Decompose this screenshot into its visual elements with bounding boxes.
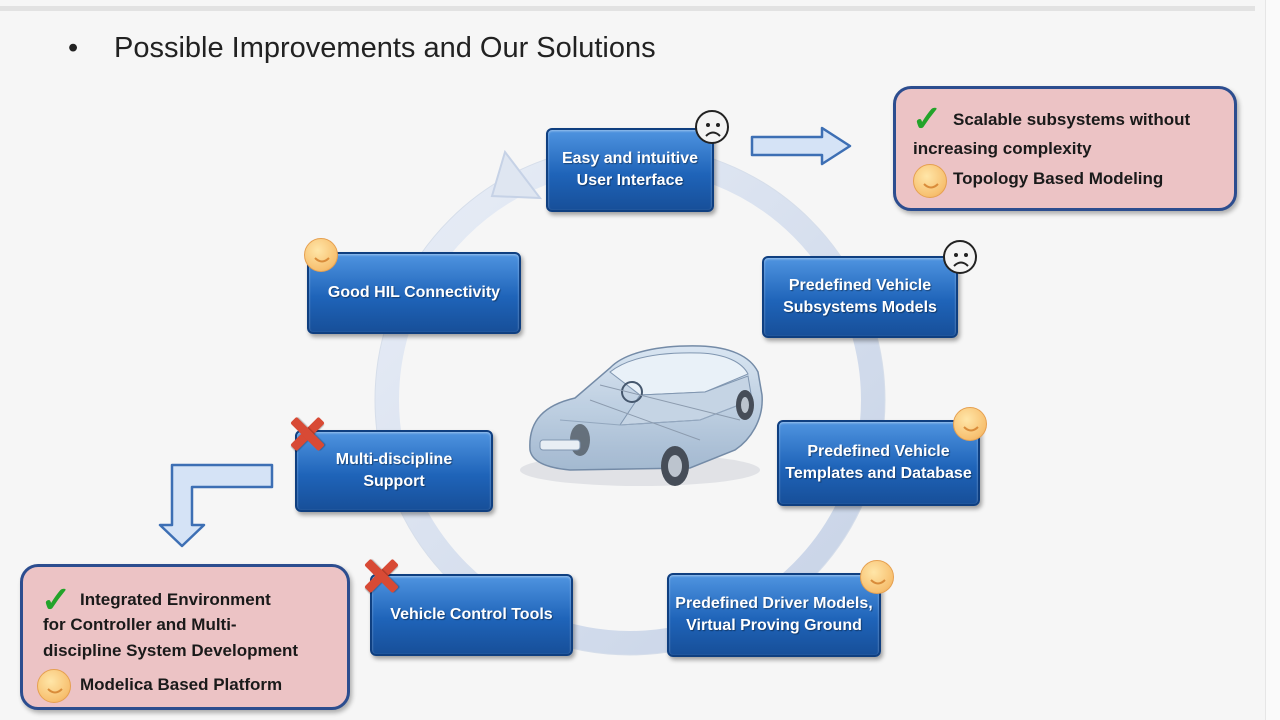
scrollbar[interactable] <box>1265 0 1280 720</box>
car-image <box>520 345 763 486</box>
node-user-interface: Easy and intuitive User Interface <box>546 128 714 212</box>
top-rule <box>0 6 1255 11</box>
callout-line: discipline System Development <box>43 641 299 660</box>
smiley-face-icon <box>860 560 894 594</box>
smiley-face-icon <box>37 669 71 703</box>
smiley-face-icon <box>953 407 987 441</box>
node-hil-connectivity: Good HIL Connectivity <box>307 252 521 334</box>
sad-face-icon <box>695 110 729 144</box>
cross-icon <box>363 558 399 594</box>
node-label: Multi-discipline Support <box>335 451 453 490</box>
callout-line: increasing complexity <box>913 139 1092 158</box>
sad-face-icon <box>943 240 977 274</box>
node-label: Predefined Driver Models, Virtual Provin… <box>675 595 873 634</box>
node-vehicle-control: Vehicle Control Tools <box>370 574 573 656</box>
node-subsystem-models: Predefined Vehicle Subsystems Models <box>762 256 958 338</box>
check-icon: ✓ <box>912 98 943 139</box>
bullet: • <box>68 32 79 64</box>
cycle-arrowhead <box>490 149 543 200</box>
smiley-face-icon <box>304 238 338 272</box>
smiley-face-icon <box>913 164 947 198</box>
down-arrow-icon <box>158 463 274 548</box>
node-label: Predefined Vehicle Subsystems Models <box>783 277 937 316</box>
node-label: Vehicle Control Tools <box>390 606 553 623</box>
check-icon: ✓ <box>41 579 72 620</box>
cross-icon <box>289 416 325 452</box>
right-arrow-icon <box>750 126 852 166</box>
node-label: Easy and intuitive User Interface <box>561 150 699 189</box>
node-driver-models: Predefined Driver Models, Virtual Provin… <box>667 573 881 657</box>
heading-text: Possible Improvements and Our Solutions <box>114 32 656 64</box>
node-multi-discipline: Multi-discipline Support <box>295 430 493 512</box>
callout-line: for Controller and Multi- <box>43 615 237 634</box>
callout-topology: ✓ Scalable subsystems without increasing… <box>893 86 1237 211</box>
callout-line: Scalable subsystems without <box>953 110 1191 129</box>
callout-line: Topology Based Modeling <box>953 169 1164 188</box>
callout-integrated-environment: ✓ Integrated Environment for Controller … <box>20 564 350 710</box>
node-label: Good HIL Connectivity <box>327 284 501 301</box>
node-label: Predefined Vehicle Templates and Databas… <box>785 443 972 482</box>
callout-line: Modelica Based Platform <box>80 675 283 694</box>
callout-line: Integrated Environment <box>80 590 271 609</box>
node-vehicle-templates: Predefined Vehicle Templates and Databas… <box>777 420 980 506</box>
